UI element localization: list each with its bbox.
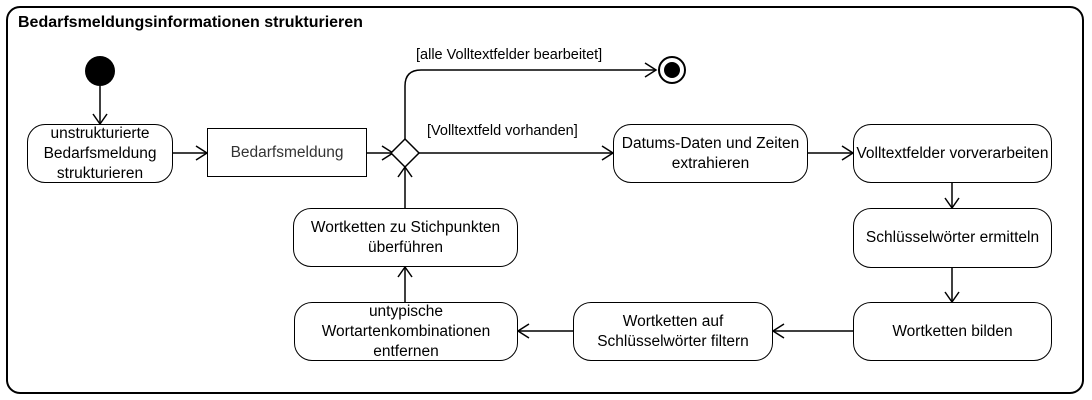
decision-node — [389, 137, 421, 169]
action-find-keywords: Schlüsselwörter ermitteln — [853, 208, 1052, 268]
action-remove-combinations: untypische Wortartenkombinationen entfer… — [294, 302, 518, 361]
action-convert-to-bullets: Wortketten zu Stichpunkten überführen — [293, 208, 518, 267]
activity-frame — [6, 6, 1084, 394]
guard-all-processed: [alle Volltextfelder bearbeitet] — [416, 47, 603, 63]
guard-field-present: [Volltextfeld vorhanden] — [427, 123, 578, 139]
action-filter-chains: Wortketten auf Schlüsselwörter filtern — [573, 302, 773, 361]
edge-decision-to-final — [404, 69, 656, 139]
action-structure-request: unstrukturierte Bedarfsmeldung strukturi… — [27, 124, 173, 183]
final-node — [658, 56, 686, 84]
action-preprocess-fulltext: Volltextfelder vorverarbeiten — [853, 124, 1052, 183]
action-build-chains: Wortketten bilden — [853, 302, 1052, 361]
action-extract-dates: Datums-Daten und Zeiten extrahieren — [613, 124, 808, 183]
initial-node — [85, 56, 115, 86]
object-node-request: Bedarfsmeldung — [207, 128, 367, 177]
activity-title: Bedarfsmeldungsinformationen strukturier… — [18, 14, 363, 31]
